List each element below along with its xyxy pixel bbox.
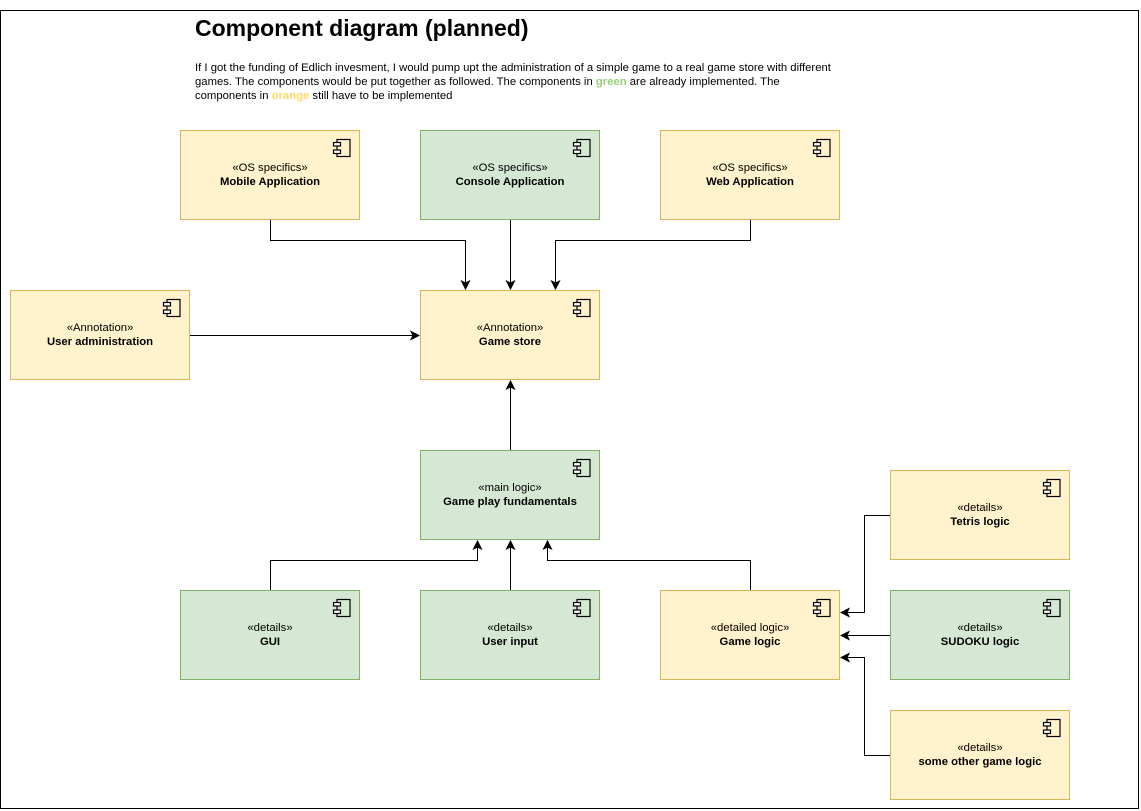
- component-icon: [1042, 718, 1061, 738]
- edge-gui-to-fundamentals: [270, 541, 478, 590]
- component-name: Web Application: [706, 176, 794, 188]
- component-name: GUI: [259, 636, 281, 648]
- component-game-logic[interactable]: «detailed logic» Game logic: [660, 590, 840, 680]
- description-text: If I got the funding of Edlich invesment…: [195, 62, 831, 88]
- component-name: User administration: [46, 336, 154, 348]
- component-name: Game play fundamentals: [443, 496, 577, 508]
- component-icon: [572, 598, 591, 618]
- edge-tetris-to-gamelogic: [841, 515, 890, 613]
- component-icon: [812, 598, 831, 618]
- component-stereotype: «Annotation»: [66, 322, 134, 334]
- component-icon: [332, 138, 351, 158]
- component-icon: [572, 298, 591, 318]
- component-name: Game store: [478, 336, 542, 348]
- edge-mobile-to-store: [270, 220, 466, 289]
- component-icon: [812, 138, 831, 158]
- component-stereotype: «details»: [487, 622, 533, 634]
- edge-web-to-store: [556, 220, 751, 289]
- component-name: Console Application: [455, 176, 565, 188]
- component-stereotype: «OS specifics»: [232, 162, 308, 174]
- component-sudoku-logic[interactable]: «details» SUDOKU logic: [890, 590, 1070, 680]
- component-name: Tetris logic: [950, 516, 1010, 528]
- component-icon: [572, 458, 591, 478]
- component-other-game-logic[interactable]: «details» some other game logic: [890, 710, 1070, 800]
- component-stereotype: «OS specifics»: [472, 162, 548, 174]
- diagram-description: If I got the funding of Edlich invesment…: [195, 61, 835, 103]
- component-icon: [1042, 598, 1061, 618]
- component-name: SUDOKU logic: [940, 636, 1020, 648]
- component-mobile-application[interactable]: «OS specifics» Mobile Application: [180, 130, 360, 220]
- component-name: Game logic: [719, 636, 781, 648]
- component-name: User input: [482, 636, 538, 648]
- component-user-input[interactable]: «details» User input: [420, 590, 600, 680]
- green-keyword: green: [595, 76, 627, 88]
- component-stereotype: «main logic»: [478, 482, 542, 494]
- component-icon: [572, 138, 591, 158]
- description-text: still have to be implemented: [309, 90, 453, 102]
- component-gui[interactable]: «details» GUI: [180, 590, 360, 680]
- component-icon: [162, 298, 181, 318]
- component-stereotype: «details»: [957, 622, 1003, 634]
- component-stereotype: «detailed logic»: [710, 622, 790, 634]
- orange-keyword: orange: [271, 90, 310, 102]
- component-stereotype: «details»: [247, 622, 293, 634]
- description-text: are already implemented. The components …: [195, 76, 780, 102]
- edge-other-to-gamelogic: [841, 658, 890, 756]
- diagram-title: Component diagram (planned): [195, 15, 529, 41]
- component-console-application[interactable]: «OS specifics» Console Application: [420, 130, 600, 220]
- component-stereotype: «Annotation»: [476, 322, 544, 334]
- component-icon: [1042, 478, 1061, 498]
- component-name: some other game logic: [918, 756, 1042, 768]
- component-name: Mobile Application: [220, 176, 320, 188]
- component-stereotype: «details»: [957, 502, 1003, 514]
- edge-gamelogic-to-fundamentals: [548, 541, 751, 590]
- component-stereotype: «details»: [957, 742, 1003, 754]
- component-web-application[interactable]: «OS specifics» Web Application: [660, 130, 840, 220]
- component-user-administration[interactable]: «Annotation» User administration: [10, 290, 190, 380]
- component-stereotype: «OS specifics»: [712, 162, 788, 174]
- component-icon: [332, 598, 351, 618]
- component-game-play-fundamentals[interactable]: «main logic» Game play fundamentals: [420, 450, 600, 540]
- component-game-store[interactable]: «Annotation» Game store: [420, 290, 600, 380]
- component-tetris-logic[interactable]: «details» Tetris logic: [890, 470, 1070, 560]
